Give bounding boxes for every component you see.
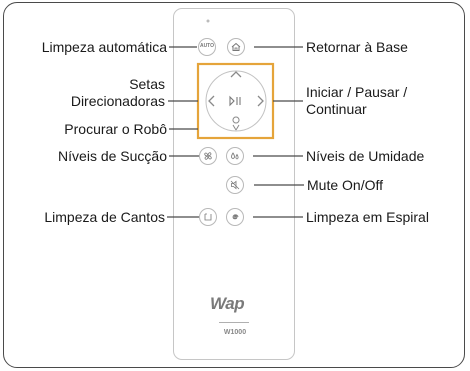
indicator-dot bbox=[206, 19, 210, 23]
arrow-left-icon bbox=[208, 95, 215, 107]
label-humidity: Níveis de Umidade bbox=[306, 148, 425, 164]
connector-lines bbox=[167, 46, 304, 218]
label-return-base: Retornar à Base bbox=[306, 39, 408, 55]
label-spiral: Limpeza em Espiral bbox=[306, 209, 429, 225]
label-arrows-line1: Setas bbox=[129, 76, 165, 92]
locate-pin-icon bbox=[232, 116, 240, 131]
model-label: W1000 bbox=[223, 329, 247, 336]
label-find-robot: Procurar o Robô bbox=[64, 121, 167, 137]
spiral-icon bbox=[232, 214, 239, 220]
label-suction: Níveis de Sucção bbox=[58, 148, 167, 164]
auto-button: AUTO bbox=[198, 38, 216, 56]
home-icon bbox=[231, 42, 241, 51]
label-start-line1: Iniciar / Pausar / bbox=[306, 84, 408, 100]
label-mute: Mute On/Off bbox=[307, 177, 383, 193]
humidity-button bbox=[226, 147, 244, 165]
remote-control bbox=[173, 8, 295, 360]
suction-button bbox=[199, 147, 217, 165]
brand-logo: Wap bbox=[210, 294, 245, 313]
auto-button-label: AUTO bbox=[199, 43, 215, 49]
spiral-button bbox=[226, 208, 244, 226]
label-auto-clean: Limpeza automática bbox=[41, 39, 167, 55]
fan-icon bbox=[204, 152, 212, 160]
mute-button bbox=[226, 176, 244, 194]
home-button bbox=[227, 38, 245, 56]
diagram-frame bbox=[3, 2, 465, 368]
corner-icon bbox=[204, 213, 212, 221]
arrow-right-icon bbox=[257, 95, 264, 107]
corners-button bbox=[199, 208, 217, 226]
speaker-mute-icon bbox=[230, 180, 240, 190]
arrow-up-icon bbox=[230, 71, 242, 78]
play-icon bbox=[229, 95, 235, 107]
dpad-ring bbox=[205, 70, 267, 132]
label-corners: Limpeza de Cantos bbox=[44, 209, 165, 225]
water-drops-icon bbox=[231, 152, 239, 160]
label-arrows-line2: Direcionadoras bbox=[70, 93, 165, 109]
label-start-line2: Continuar bbox=[306, 101, 367, 117]
brand-divider bbox=[219, 322, 249, 323]
